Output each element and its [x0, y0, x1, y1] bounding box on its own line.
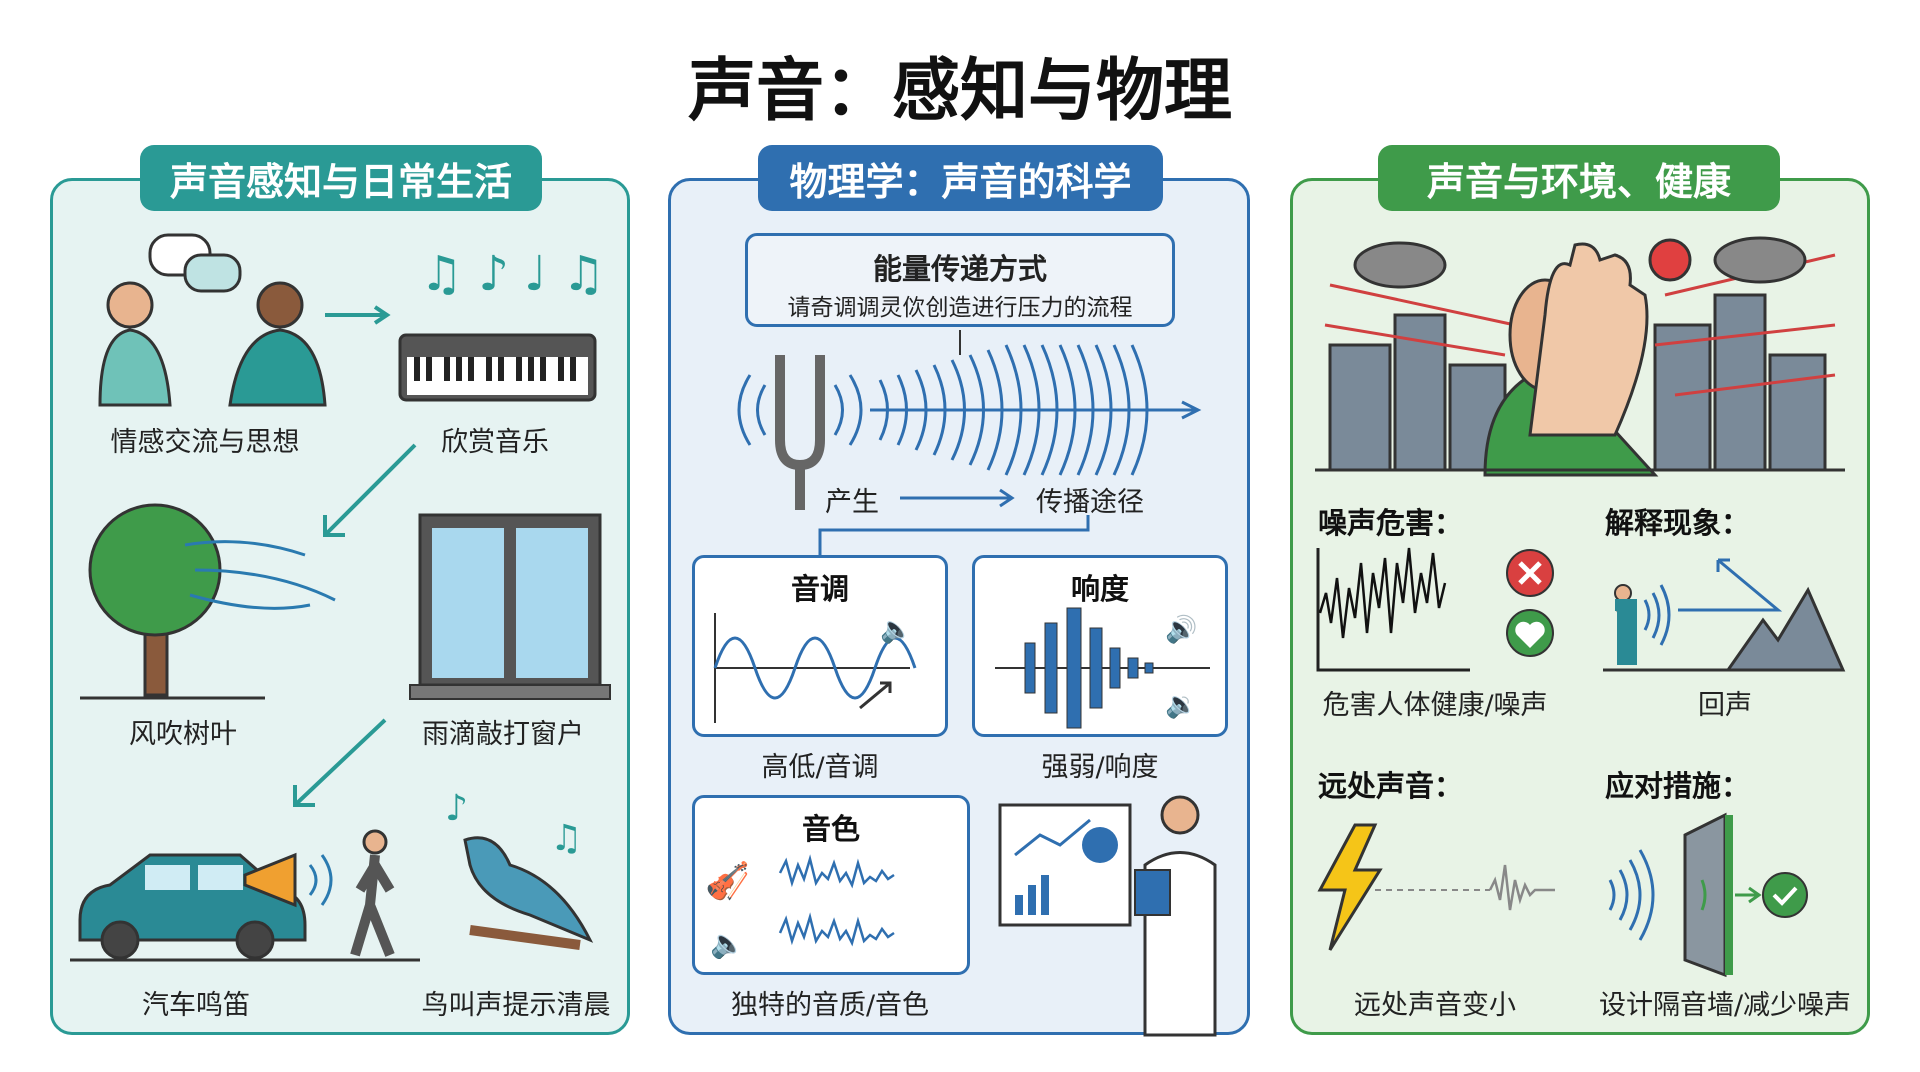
- item-label-bird: 鸟叫声提示清晨: [421, 990, 611, 1021]
- panel-header-physics: 物理学：声音的科学: [758, 145, 1163, 211]
- echo-illustration: [1603, 558, 1846, 672]
- arrow-icon: [325, 305, 391, 325]
- produce-label: 产生: [825, 487, 879, 518]
- panel-header-daily-life: 声音感知与日常生活: [140, 145, 542, 211]
- scientist-illustration: [998, 795, 1217, 1037]
- diagonal-arrow-icon: [323, 443, 417, 537]
- explain-heading: 解释现象：: [1605, 506, 1751, 540]
- energy-box-title: 能量传递方式: [872, 252, 1047, 286]
- svg-text:🎻: 🎻: [705, 860, 750, 902]
- noise-waveform-icons: [1316, 547, 1554, 672]
- connector-line: [818, 515, 1090, 555]
- conversation-illustration: [98, 233, 327, 407]
- svg-text:♫: ♫: [550, 818, 582, 859]
- item-label-emotion: 情感交流与思想: [110, 427, 300, 458]
- noise-label: 危害人体健康/噪声: [1322, 690, 1548, 721]
- diagonal-arrow-icon: [293, 718, 387, 807]
- svg-text:♫ ♪ ♩ ♫: ♫ ♪ ♩ ♫: [420, 246, 605, 302]
- item-label-rain: 雨滴敲打窗户: [422, 719, 584, 750]
- timbre-box: 音色 🎻🔈: [692, 795, 970, 975]
- pitch-label: 高低/音调: [761, 752, 879, 783]
- city-noise-illustration: [1315, 236, 1845, 477]
- measures-heading: 应对措施：: [1605, 769, 1751, 803]
- propagate-label: 传播途径: [1036, 487, 1144, 518]
- pitch-title: 音调: [790, 572, 849, 606]
- loudness-title: 响度: [1070, 572, 1129, 606]
- timbre-label: 独特的音质/音色: [730, 990, 930, 1021]
- tuning-fork-waves: [737, 330, 1202, 510]
- pitch-box: 音调 🔈: [692, 555, 948, 737]
- measures-label: 设计隔音墙/减少噪声: [1598, 990, 1852, 1021]
- far-sound-label: 远处声音变小: [1354, 990, 1516, 1021]
- tree-wind-illustration: [80, 503, 336, 700]
- far-sound-heading: 远处声音：: [1318, 769, 1464, 803]
- bird-illustration: ♪♫: [445, 788, 594, 950]
- soundproof-wall-illustration: [1608, 812, 1808, 978]
- timbre-waveforms: 🎻🔈: [705, 854, 895, 960]
- energy-transfer-box: 能量传递方式 请奇调调灵佽创造进行压力的流程: [745, 233, 1175, 327]
- noise-heading: 噪声危害：: [1318, 506, 1464, 540]
- rain-window-illustration: [409, 513, 611, 700]
- item-label-car-horn: 汽车鸣笛: [142, 990, 250, 1021]
- loudness-box: 响度 🔊🔉: [972, 555, 1228, 737]
- svg-text:🔈: 🔈: [710, 927, 745, 960]
- item-label-wind: 风吹树叶: [129, 719, 237, 750]
- speaker-icon: 🔈: [880, 615, 912, 645]
- svg-text:🔉: 🔉: [1165, 690, 1197, 720]
- svg-text:🔊: 🔊: [1165, 613, 1197, 645]
- lightning-fading-wave: [1317, 823, 1555, 951]
- item-label-music: 欣赏音乐: [441, 427, 549, 458]
- echo-label: 回声: [1698, 690, 1752, 721]
- amplitude-bars-graph: 🔊🔉: [995, 607, 1210, 729]
- sine-wave-graph: 🔈: [713, 613, 917, 723]
- car-horn-illustration: [70, 829, 420, 962]
- page-title: 声音：感知与物理: [687, 52, 1232, 131]
- loudness-label: 强弱/响度: [1041, 752, 1159, 783]
- panel-header-environment-health: 声音与环境、健康: [1378, 145, 1780, 211]
- energy-box-subtitle: 请奇调调灵佽创造进行压力的流程: [787, 295, 1133, 321]
- keyboard-music-icon: ♫ ♪ ♩ ♫: [398, 246, 605, 402]
- svg-text:♪: ♪: [445, 788, 468, 829]
- timbre-title: 音色: [801, 812, 860, 846]
